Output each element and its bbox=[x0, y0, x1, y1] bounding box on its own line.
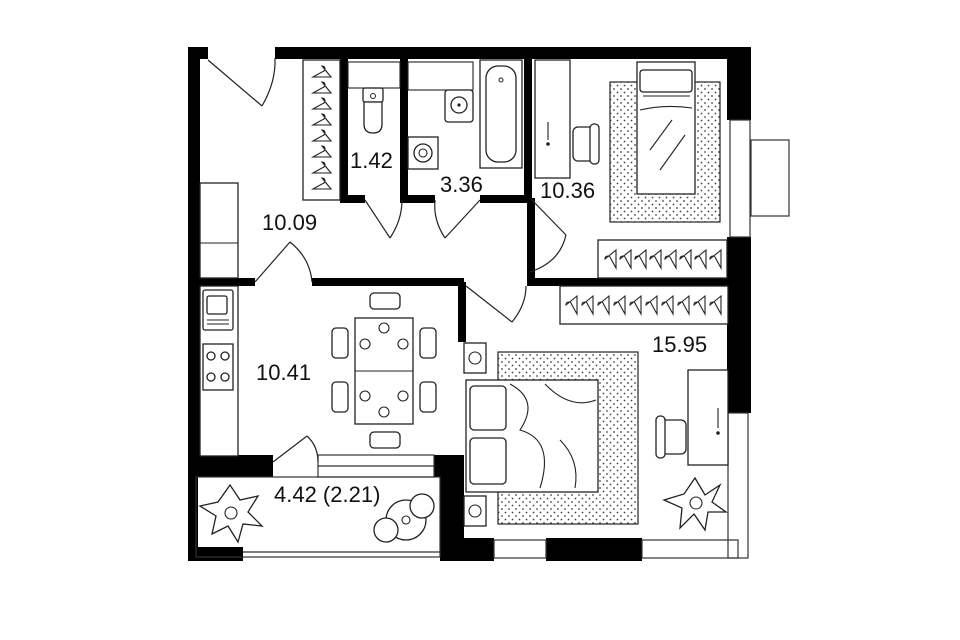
balcony-area-label: 4.42 (2.21) bbox=[274, 482, 380, 507]
room-hall: 10.09 bbox=[199, 59, 341, 279]
chair-icon bbox=[331, 292, 437, 449]
bathtub-icon bbox=[479, 59, 523, 169]
bedroom-large-area-label: 15.95 bbox=[652, 332, 707, 357]
cabinet bbox=[199, 182, 239, 279]
plant-icon bbox=[662, 476, 729, 532]
nightstand bbox=[463, 342, 487, 527]
wardrobe-icon bbox=[597, 239, 728, 279]
wardrobe-icon bbox=[559, 285, 729, 325]
bedroom-small-area-label: 10.36 bbox=[540, 178, 595, 203]
chair-icon bbox=[572, 123, 600, 165]
door-swing-icon[interactable] bbox=[254, 241, 313, 283]
toilet-icon bbox=[362, 87, 384, 134]
room-bedroom-large: 15.95 bbox=[463, 285, 729, 532]
washing-machine-icon bbox=[407, 136, 439, 170]
bathroom-area-label: 3.36 bbox=[440, 172, 483, 197]
door-swing-icon[interactable] bbox=[529, 197, 567, 273]
room-kitchen: 10.41 bbox=[199, 285, 437, 457]
wc-area-label: 1.42 bbox=[350, 148, 393, 173]
walls bbox=[188, 47, 790, 561]
round-table-icon bbox=[373, 493, 435, 543]
wardrobe-icon bbox=[302, 59, 341, 201]
kitchen-area-label: 10.41 bbox=[256, 360, 311, 385]
kitchen-sink-icon bbox=[202, 289, 234, 331]
room-wc: 1.42 bbox=[347, 61, 401, 173]
sink-icon bbox=[444, 89, 474, 123]
room-balcony: 4.42 (2.21) bbox=[198, 482, 435, 544]
stove-icon bbox=[202, 343, 234, 391]
chair-icon bbox=[655, 415, 687, 459]
door-swing-icon[interactable] bbox=[434, 199, 481, 239]
door-swing-icon[interactable] bbox=[272, 435, 319, 463]
room-bathroom: 3.36 bbox=[407, 59, 523, 197]
door-swing-icon[interactable] bbox=[364, 199, 403, 239]
door-swing-icon[interactable] bbox=[207, 57, 276, 107]
room-bedroom-small: 10.36 bbox=[534, 59, 728, 279]
door-swing-icon[interactable] bbox=[465, 285, 527, 323]
dining-table-icon bbox=[354, 317, 414, 425]
plant-icon bbox=[198, 483, 264, 544]
desk-icon bbox=[687, 369, 729, 466]
doors bbox=[207, 57, 567, 463]
bed-icon bbox=[465, 379, 599, 493]
bed-icon bbox=[636, 61, 696, 195]
desk-icon bbox=[534, 59, 571, 179]
hall-area-label: 10.09 bbox=[262, 210, 317, 235]
